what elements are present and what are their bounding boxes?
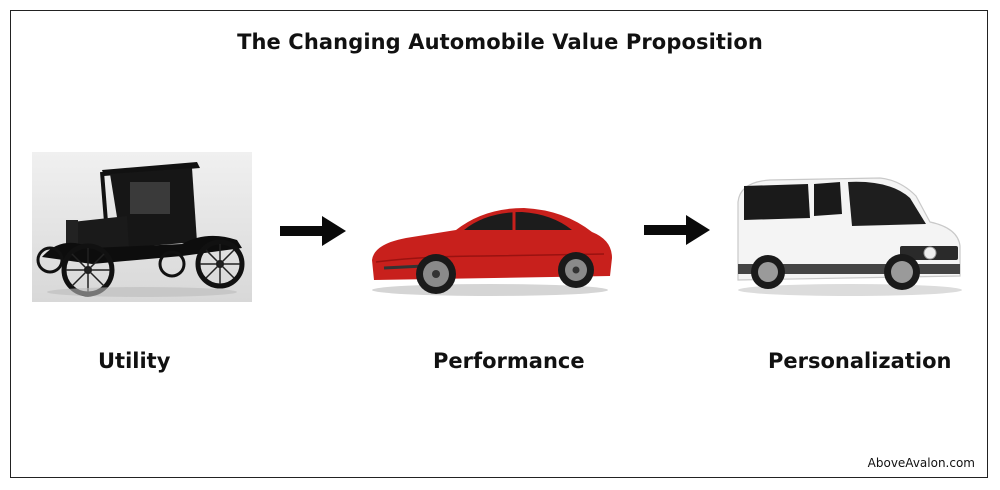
- stage-label-personalization: Personalization: [768, 349, 951, 373]
- stage-label-performance: Performance: [433, 349, 585, 373]
- source-credit: AboveAvalon.com: [868, 456, 975, 470]
- right-arrow-icon: [644, 215, 710, 245]
- diagram-title: The Changing Automobile Value Propositio…: [0, 30, 1000, 54]
- model-t-car-photo: [32, 152, 252, 302]
- stage-label-utility: Utility: [98, 349, 170, 373]
- white-van-photo: [730, 172, 966, 298]
- right-arrow-icon: [280, 216, 346, 246]
- red-sedan-photo: [364, 200, 616, 298]
